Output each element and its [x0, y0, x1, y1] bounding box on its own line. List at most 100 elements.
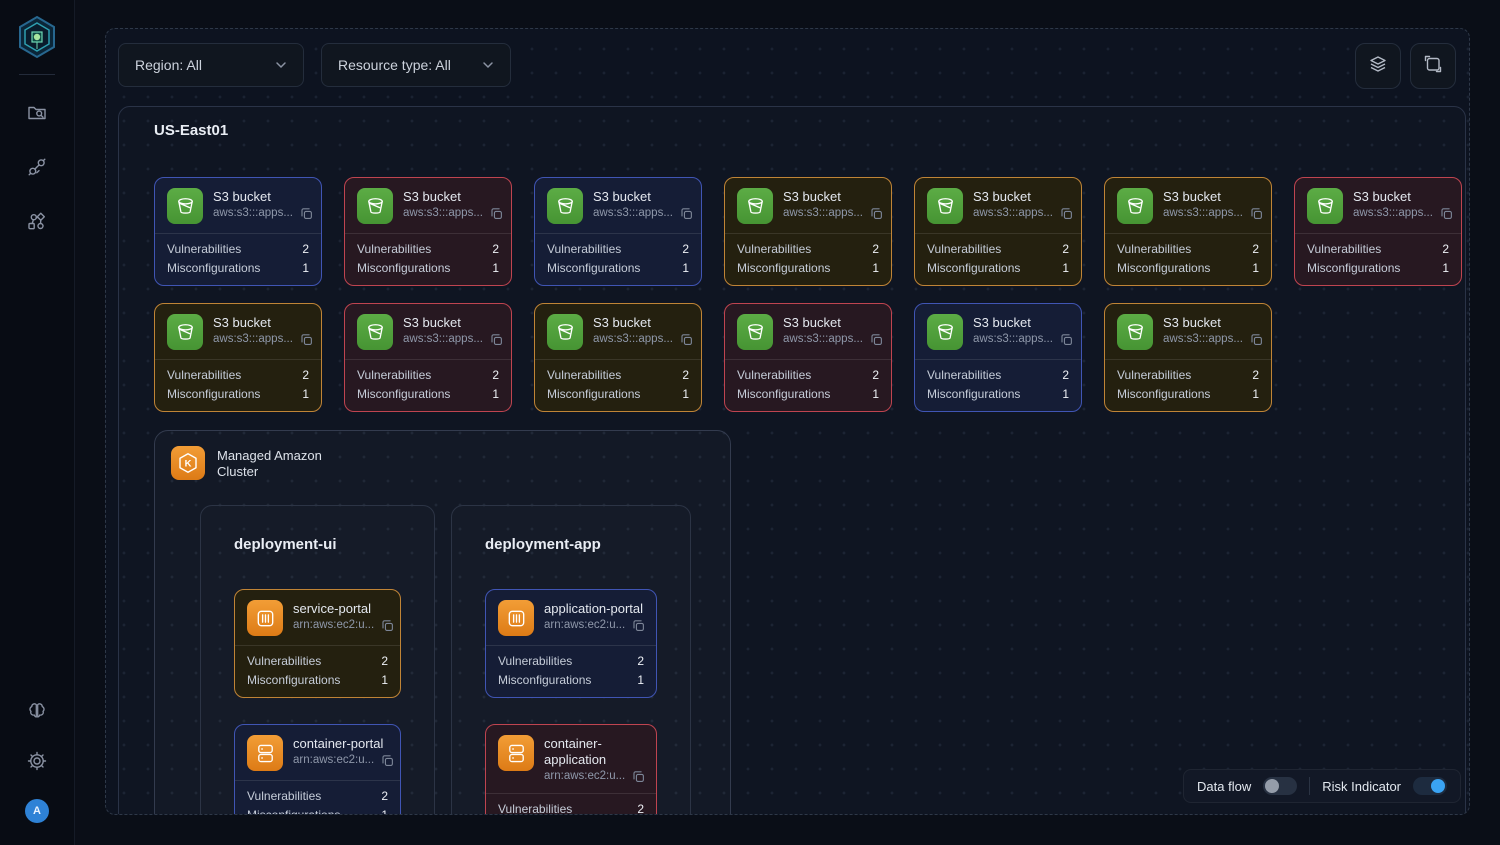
copy-icon[interactable]: [869, 206, 884, 221]
region-filter-dropdown[interactable]: Region: All: [118, 43, 304, 87]
copy-icon[interactable]: [1059, 332, 1074, 347]
stat-value: 1: [1442, 261, 1449, 275]
copy-icon[interactable]: [869, 332, 884, 347]
s3-bucket-icon: [167, 314, 203, 350]
stat-value: 1: [637, 673, 644, 687]
misconfigurations-row: Misconfigurations 1: [498, 671, 644, 690]
stat-label: Vulnerabilities: [247, 654, 322, 668]
stat-label: Misconfigurations: [547, 387, 641, 401]
copy-icon[interactable]: [679, 332, 694, 347]
select-area-button[interactable]: [1410, 43, 1456, 89]
stat-value: 1: [872, 261, 879, 275]
stat-label: Misconfigurations: [1117, 261, 1211, 275]
stat-value: 2: [1062, 368, 1069, 382]
sidebar-item-topology-graph[interactable]: [25, 209, 49, 233]
topology-icon: [26, 210, 48, 232]
sidebar-item-ai-insights[interactable]: [25, 699, 49, 723]
managed-amazon-cluster-group[interactable]: K Managed Amazon Cluster deployment-ui s…: [154, 430, 731, 814]
layers-button[interactable]: [1355, 43, 1401, 89]
vulnerabilities-row: Vulnerabilities 2: [357, 366, 499, 385]
copy-icon[interactable]: [489, 332, 504, 347]
stat-label: Vulnerabilities: [498, 654, 573, 668]
stat-value: 2: [637, 654, 644, 668]
user-avatar[interactable]: A: [25, 799, 49, 823]
stat-value: 2: [302, 368, 309, 382]
copy-icon[interactable]: [631, 769, 646, 784]
stat-value: 1: [302, 387, 309, 401]
stat-label: Misconfigurations: [247, 673, 341, 687]
stat-label: Misconfigurations: [498, 673, 592, 687]
copy-icon[interactable]: [1249, 206, 1264, 221]
copy-icon[interactable]: [380, 753, 395, 768]
card-divider: [725, 359, 891, 360]
resource-type-filter-dropdown[interactable]: Resource type: All: [321, 43, 511, 87]
vulnerabilities-row: Vulnerabilities 2: [927, 240, 1069, 259]
stat-label: Vulnerabilities: [927, 242, 1002, 256]
eks-cluster-icon: K: [171, 446, 205, 480]
card-divider: [155, 233, 321, 234]
copy-icon[interactable]: [299, 206, 314, 221]
copy-icon[interactable]: [489, 206, 504, 221]
copy-icon[interactable]: [1059, 206, 1074, 221]
stat-label: Misconfigurations: [1117, 387, 1211, 401]
copy-icon[interactable]: [631, 618, 646, 633]
card-divider: [486, 793, 656, 794]
topology-canvas[interactable]: Region: All Resource type: All: [105, 28, 1470, 815]
sidebar: A: [0, 0, 75, 845]
risk-indicator-toggle[interactable]: [1413, 777, 1447, 795]
sidebar-item-connections[interactable]: [25, 155, 49, 179]
stat-label: Vulnerabilities: [737, 368, 812, 382]
copy-icon[interactable]: [1439, 206, 1454, 221]
sidebar-item-settings[interactable]: [25, 749, 49, 773]
stat-value: 2: [1062, 242, 1069, 256]
stat-value: 2: [381, 789, 388, 803]
resource-title: S3 bucket: [783, 315, 841, 330]
data-flow-label: Data flow: [1197, 778, 1252, 794]
data-flow-toggle[interactable]: [1263, 777, 1298, 795]
copy-icon[interactable]: [299, 332, 314, 347]
stat-value: 1: [302, 261, 309, 275]
copy-icon[interactable]: [679, 206, 694, 221]
resource-title: S3 bucket: [1163, 189, 1221, 204]
stat-label: Vulnerabilities: [357, 368, 432, 382]
s3-bucket-icon: [1307, 188, 1343, 224]
copy-icon[interactable]: [1249, 332, 1264, 347]
stat-value: 1: [1252, 261, 1259, 275]
sidebar-item-asset-explorer[interactable]: [25, 101, 49, 125]
card-divider: [915, 359, 1081, 360]
stat-value: 2: [492, 368, 499, 382]
stat-label: Vulnerabilities: [547, 242, 622, 256]
layers-icon: [1368, 54, 1388, 79]
copy-icon[interactable]: [380, 618, 395, 633]
resource-arn: aws:s3:::apps...: [1353, 207, 1433, 219]
stat-value: 1: [381, 673, 388, 687]
misconfigurations-row: Misconfigurations 1: [1117, 259, 1259, 278]
